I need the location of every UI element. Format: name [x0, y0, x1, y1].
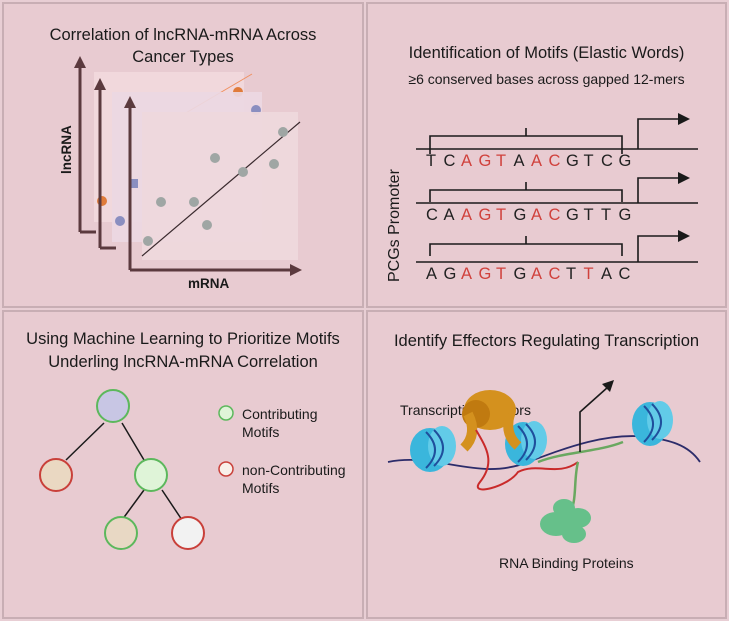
front-point [269, 159, 279, 169]
sequence-base: T [584, 206, 594, 224]
motif-bracket-3 [429, 243, 623, 256]
sequence-base: G [479, 265, 492, 283]
sequence-base: T [496, 206, 506, 224]
front-y-arrow [124, 96, 136, 108]
sequence-base: C [426, 206, 438, 224]
tree-node-left [39, 458, 73, 492]
panel2-subtitle: ≥6 conserved bases across gapped 12-mers [408, 71, 685, 87]
sequence-base: G [479, 206, 492, 224]
sequence-base: C [444, 152, 456, 170]
sequence-base: T [601, 206, 611, 224]
legend-non-contributing-line2: Motifs [242, 480, 280, 496]
sequence-base: A [531, 265, 542, 283]
front-point [143, 236, 153, 246]
legend-contributing-line1: Contributing [242, 406, 318, 422]
sequence-base: G [619, 206, 632, 224]
front-plot-bg [142, 112, 298, 260]
panel2-title: Identification of Motifs (Elastic Words) [408, 44, 685, 62]
front-point [202, 220, 212, 230]
sequence-base: C [549, 152, 561, 170]
sequence-base: C [549, 206, 561, 224]
sequence-base: G [514, 265, 527, 283]
sequence-base: G [566, 206, 579, 224]
front-point [278, 127, 288, 137]
scatter-stack-illustration [74, 56, 302, 276]
sequence-base: G [566, 152, 579, 170]
promoter-label: PCGs Promoter [386, 169, 403, 282]
back-y-arrow [74, 56, 86, 68]
machine-learning-panel: Using Machine Learning to Prioritize Mot… [2, 310, 364, 619]
sequence-base: C [601, 152, 613, 170]
correlation-panel: Correlation of lncRNA-mRNA Across Cancer… [2, 2, 364, 308]
sequence-base: A [461, 152, 472, 170]
panel3-title-line1: Using Machine Learning to Prioritize Mot… [26, 330, 340, 348]
sequence-base: A [461, 265, 472, 283]
transcription-factor [460, 390, 522, 452]
tss-arrow-2 [637, 177, 680, 203]
motif-identification-panel: Identification of Motifs (Elastic Words)… [366, 2, 727, 308]
sequence-base: A [531, 206, 542, 224]
front-point [156, 197, 166, 207]
tree-node-root [96, 389, 130, 423]
panel1-title-line2: Cancer Types [132, 48, 234, 66]
panel3-title-line2: Underling lncRNA-mRNA Correlation [48, 353, 318, 371]
front-point [238, 167, 248, 177]
tree-node-right-right [171, 516, 205, 550]
tss-arrow-1 [637, 118, 680, 149]
legend-non-contributing-line1: non-Contributing [242, 462, 346, 478]
mid-y-arrow [94, 78, 106, 90]
front-point [189, 197, 199, 207]
sequence-base: G [479, 152, 492, 170]
sequence-base: A [531, 152, 542, 170]
sequence-base: A [601, 265, 612, 283]
tree-node-right [134, 458, 168, 492]
sequence-base: T [426, 152, 436, 170]
legend-non-contributing-marker [218, 461, 234, 477]
rna-helix [475, 429, 579, 491]
tree-node-right-left [104, 516, 138, 550]
x-axis-label: mRNA [188, 276, 230, 291]
sequence-base: T [496, 265, 506, 283]
rbp-label: RNA Binding Proteins [499, 555, 634, 571]
effectors-panel: Identify Effectors Regulating Transcript… [366, 310, 727, 619]
y-axis-label: lncRNA [59, 125, 74, 174]
legend-contributing-line2: Motifs [242, 424, 280, 440]
sequence-base: T [496, 152, 506, 170]
sequence-base: C [549, 265, 561, 283]
rna-binding-protein [540, 499, 591, 543]
motif-bracket-2 [429, 189, 623, 202]
tss-arrow-3 [637, 235, 680, 262]
sequence-base: G [444, 265, 457, 283]
front-point [210, 153, 220, 163]
sequence-base: A [444, 206, 455, 224]
sequence-base: T [584, 265, 594, 283]
front-x-arrow [290, 264, 302, 276]
legend-contributing-marker [218, 405, 234, 421]
sequence-base: A [426, 265, 437, 283]
sequence-base: A [514, 152, 525, 170]
tss-arrow [579, 386, 609, 452]
transcription-illustration [387, 380, 701, 543]
sequence-base: C [619, 265, 631, 283]
mid-point [129, 179, 138, 188]
panel4-title: Identify Effectors Regulating Transcript… [393, 332, 700, 350]
sequence-base: T [566, 265, 576, 283]
decision-tree-illustration [39, 389, 234, 550]
sequence-base: G [619, 152, 632, 170]
sequence-base: T [584, 152, 594, 170]
sequence-base: A [461, 206, 472, 224]
sequence-base: G [514, 206, 527, 224]
front-fitline [141, 121, 301, 257]
nucleosome-3 [632, 401, 673, 446]
mid-point [115, 216, 125, 226]
nucleosome-1 [410, 426, 456, 472]
panel1-title-line1: Correlation of lncRNA-mRNA Across [49, 26, 317, 44]
